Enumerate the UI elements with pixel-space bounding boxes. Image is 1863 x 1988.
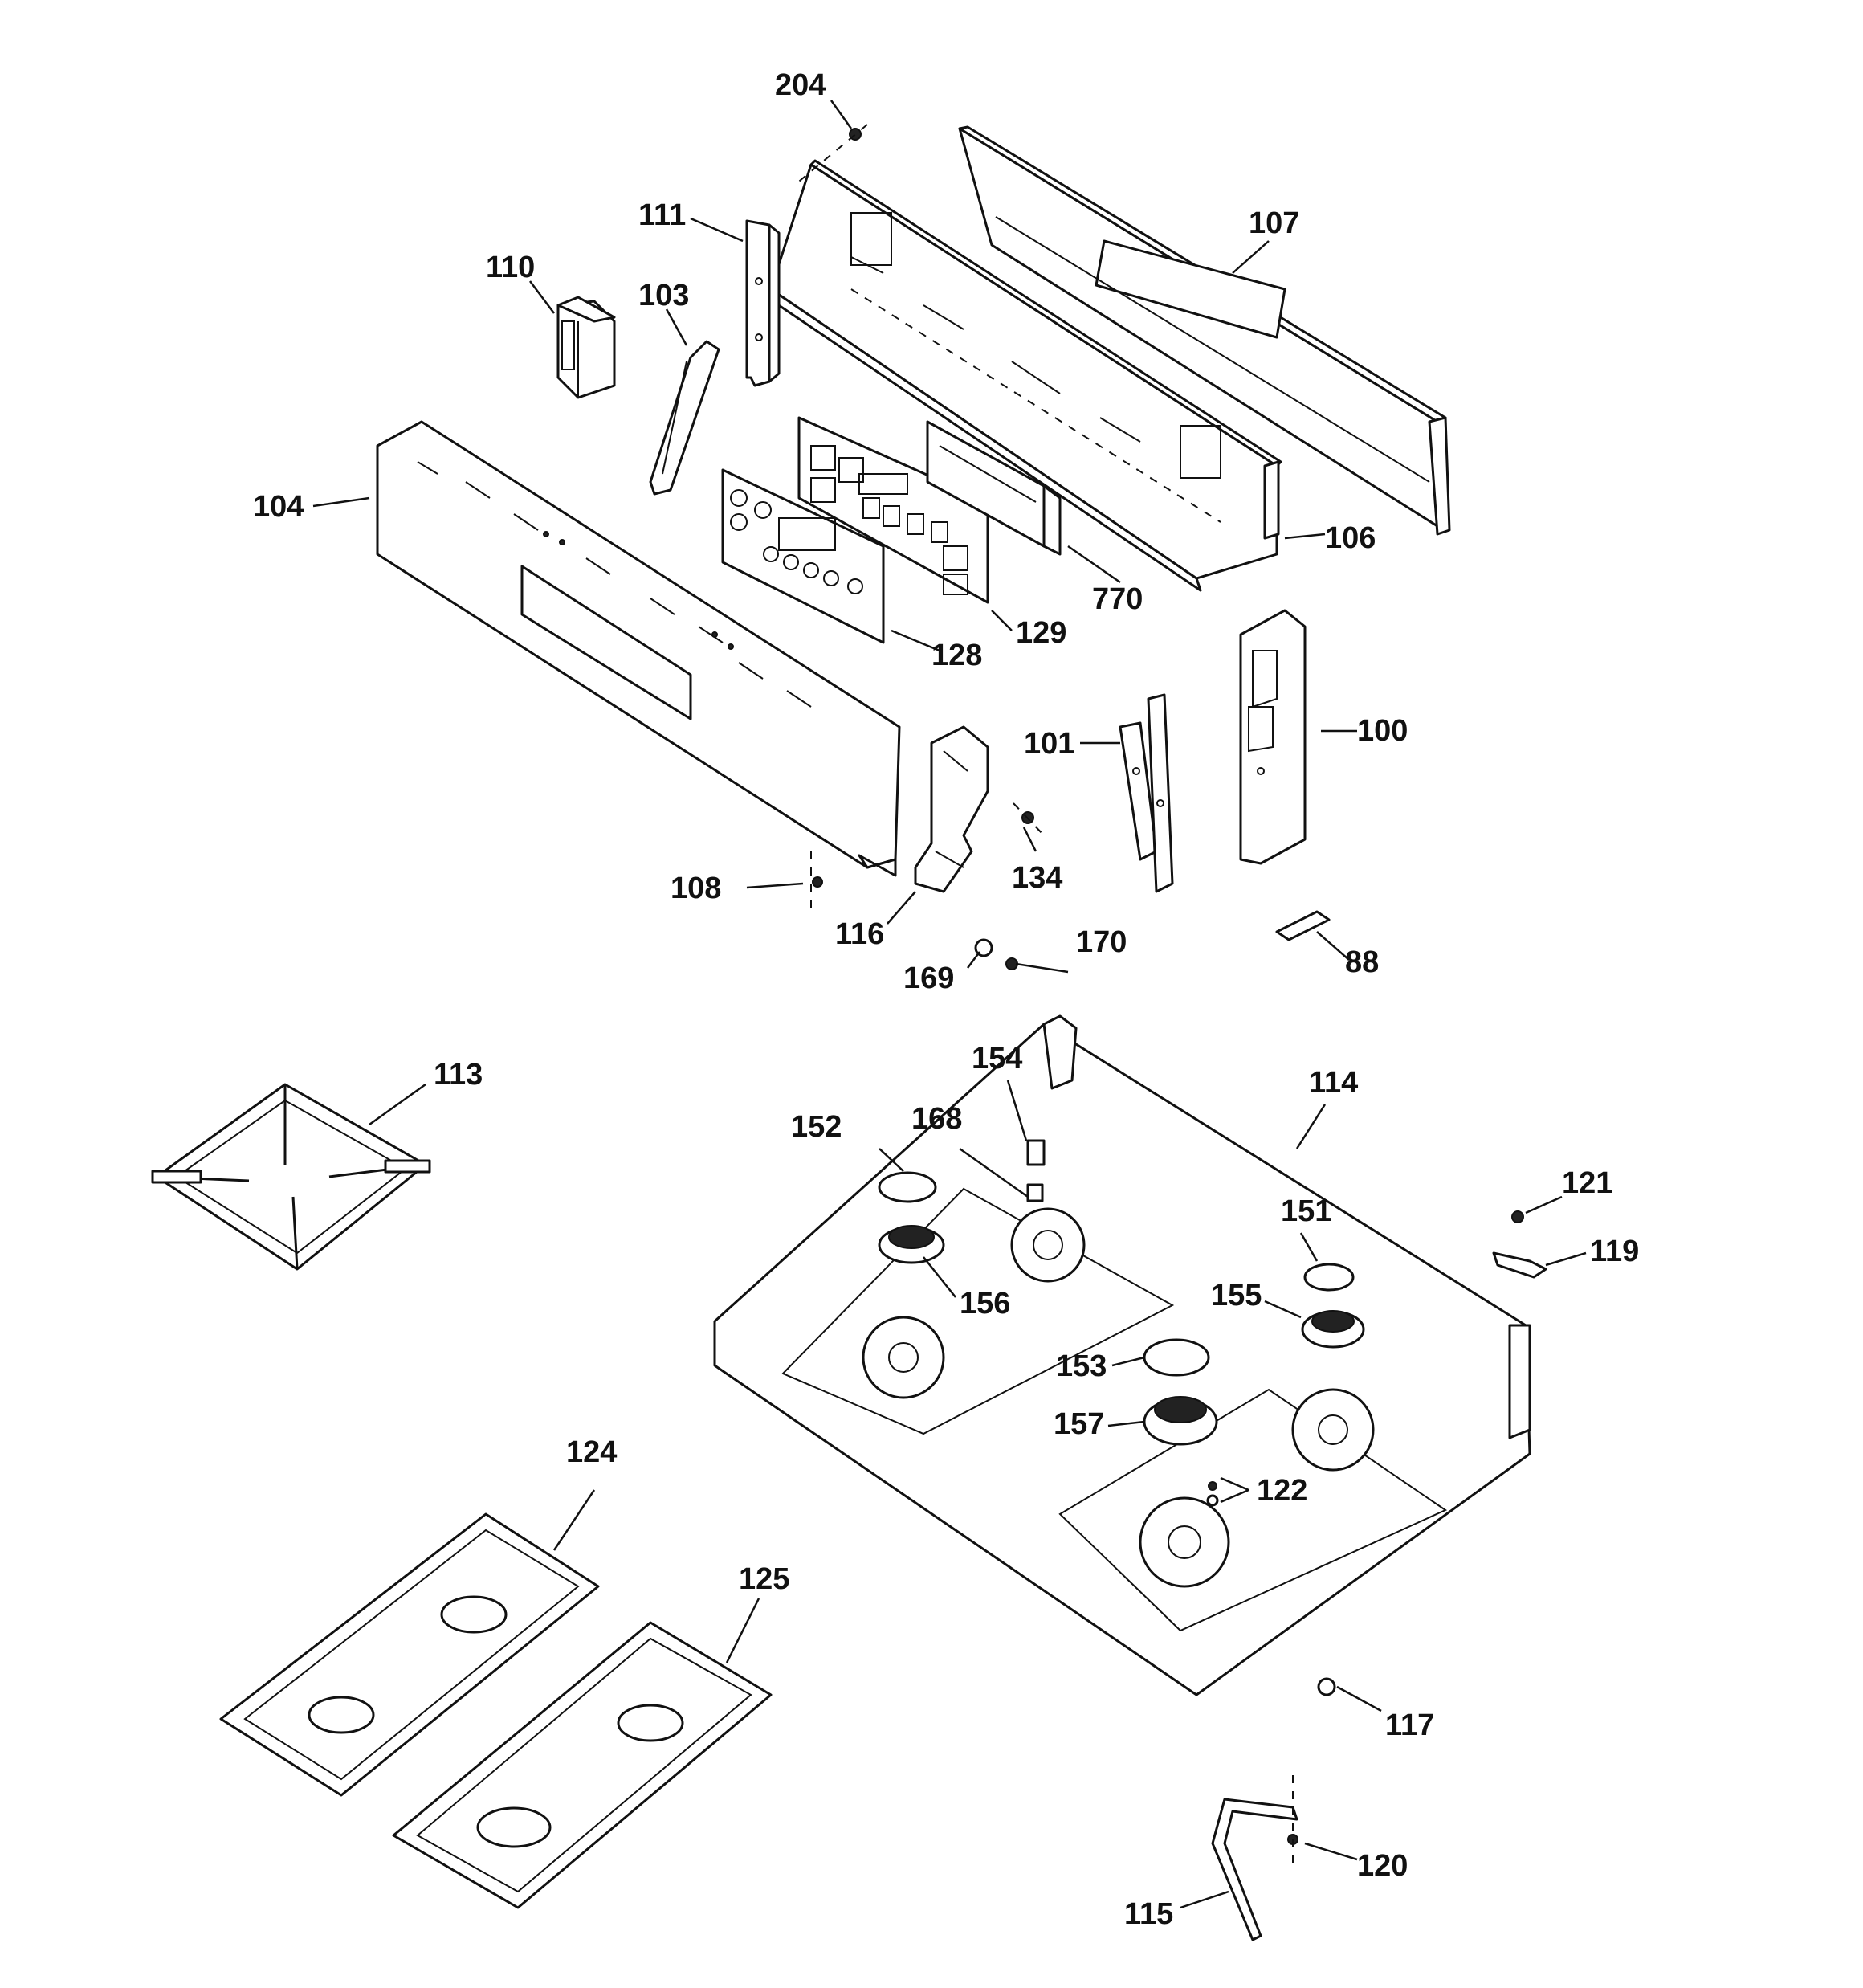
callout-151: 151 [1281, 1194, 1331, 1228]
callout-100: 100 [1357, 714, 1408, 748]
callout-107: 107 [1249, 206, 1299, 240]
callout-120: 120 [1357, 1849, 1408, 1883]
callout-204: 204 [775, 68, 826, 102]
screw-134 [1013, 802, 1045, 836]
callout-111: 111 [638, 198, 686, 232]
callout-101: 101 [1024, 727, 1074, 761]
keypad-overlay-128 [721, 468, 885, 644]
callout-153: 153 [1056, 1349, 1107, 1383]
orifice-154 [1026, 1139, 1046, 1166]
rod-115 [1211, 1798, 1298, 1941]
drip-pan-125 [392, 1621, 773, 1909]
nut-117 [1317, 1677, 1336, 1696]
end-cap-116 [914, 725, 989, 893]
callout-108: 108 [671, 872, 721, 905]
end-cap-100 [1239, 609, 1307, 865]
callout-169: 169 [903, 961, 954, 995]
callout-116: 116 [835, 917, 884, 951]
burner-cap-151 [1303, 1263, 1355, 1292]
callout-154: 154 [972, 1042, 1022, 1076]
callout-168: 168 [911, 1102, 962, 1136]
callout-106: 106 [1325, 521, 1376, 555]
bracket-111 [745, 219, 781, 387]
callout-119: 119 [1590, 1235, 1639, 1268]
screw-108 [810, 851, 823, 912]
callout-129: 129 [1016, 616, 1066, 650]
bracket-101 [1119, 693, 1174, 893]
burner-head-156 [878, 1225, 945, 1264]
callout-155: 155 [1211, 1279, 1262, 1312]
orifice-168 [1026, 1183, 1044, 1202]
bracket-119 [1492, 1251, 1547, 1279]
control-panel-104 [376, 420, 901, 877]
callout-157: 157 [1054, 1407, 1104, 1441]
callout-103: 103 [638, 279, 689, 312]
screw-121 [1511, 1210, 1524, 1223]
callout-117: 117 [1385, 1708, 1434, 1742]
callout-104: 104 [253, 490, 304, 524]
control-overlay-129 [797, 416, 989, 604]
trim-strip-770 [926, 420, 1062, 556]
callout-113: 113 [434, 1058, 483, 1092]
callout-170: 170 [1076, 925, 1127, 959]
burner-cap-153 [1143, 1338, 1210, 1377]
callout-134: 134 [1012, 861, 1062, 895]
callout-labels: 204 107 111 110 103 104 106 770 129 128 … [253, 68, 1639, 1931]
callout-114: 114 [1309, 1066, 1358, 1100]
screw-204 [794, 124, 868, 186]
burner-cap-152 [878, 1171, 937, 1203]
control-module-110 [556, 296, 616, 399]
leader-lines [312, 100, 1587, 1909]
callout-152: 152 [791, 1110, 842, 1144]
callout-121: 121 [1562, 1166, 1612, 1200]
burner-head-157 [1143, 1396, 1218, 1446]
callout-110: 110 [486, 251, 535, 284]
burner-grate-113 [151, 1083, 431, 1271]
clip-88 [1275, 910, 1331, 941]
screw-170 [1005, 957, 1018, 970]
callout-122: 122 [1257, 1474, 1307, 1508]
callout-115: 115 [1124, 1897, 1173, 1931]
callout-770: 770 [1092, 582, 1143, 616]
screw-122 [1206, 1481, 1219, 1507]
callout-128: 128 [932, 639, 982, 672]
callout-156: 156 [960, 1287, 1010, 1321]
callout-125: 125 [739, 1562, 789, 1596]
callout-124: 124 [566, 1435, 617, 1469]
drip-pan-124 [219, 1512, 600, 1797]
rear-backguard-panel [958, 125, 1451, 536]
screw-120 [1287, 1775, 1298, 1872]
burner-head-155 [1301, 1310, 1365, 1349]
wire-harness-103 [649, 340, 720, 496]
callout-88: 88 [1345, 945, 1379, 979]
